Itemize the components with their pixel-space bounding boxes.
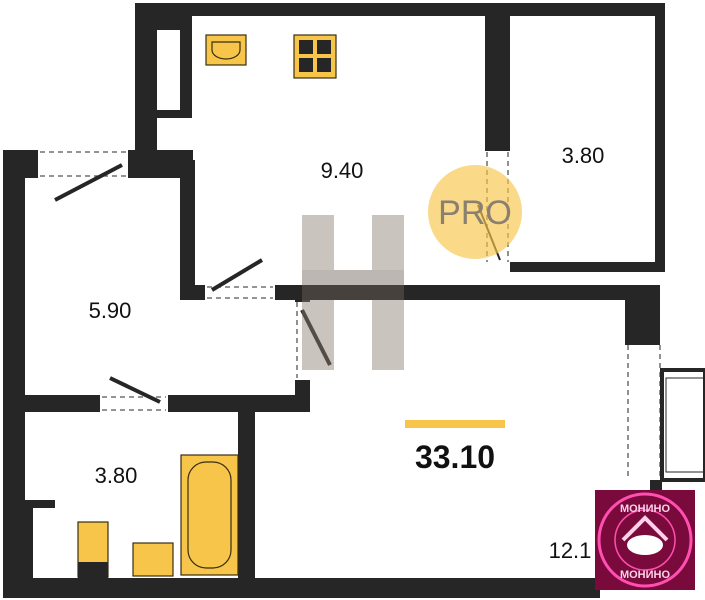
- logo-bottom-text: МОНИНО: [620, 569, 671, 581]
- bathroom-sink-icon: [132, 542, 174, 577]
- balcony-top-area: 3.80: [562, 143, 605, 168]
- agency-logo: МОНИНО МОНИНО: [595, 490, 695, 590]
- fixtures: [77, 34, 337, 578]
- pro-text: PRO: [438, 194, 512, 232]
- logo-top-text: МОНИНО: [620, 503, 671, 515]
- kitchen-area: 9.40: [321, 158, 364, 183]
- total-area: 33.10: [415, 439, 495, 475]
- h-watermark: [302, 215, 404, 370]
- kitchen-sink-icon: [205, 34, 247, 66]
- pro-watermark: PRO: [428, 165, 522, 259]
- total-area-bar: [405, 420, 505, 428]
- living-room-area: 12.1: [549, 538, 592, 563]
- bathtub-icon: [180, 454, 239, 576]
- bathroom-area: 3.80: [95, 463, 138, 488]
- hallway-area: 5.90: [89, 298, 132, 323]
